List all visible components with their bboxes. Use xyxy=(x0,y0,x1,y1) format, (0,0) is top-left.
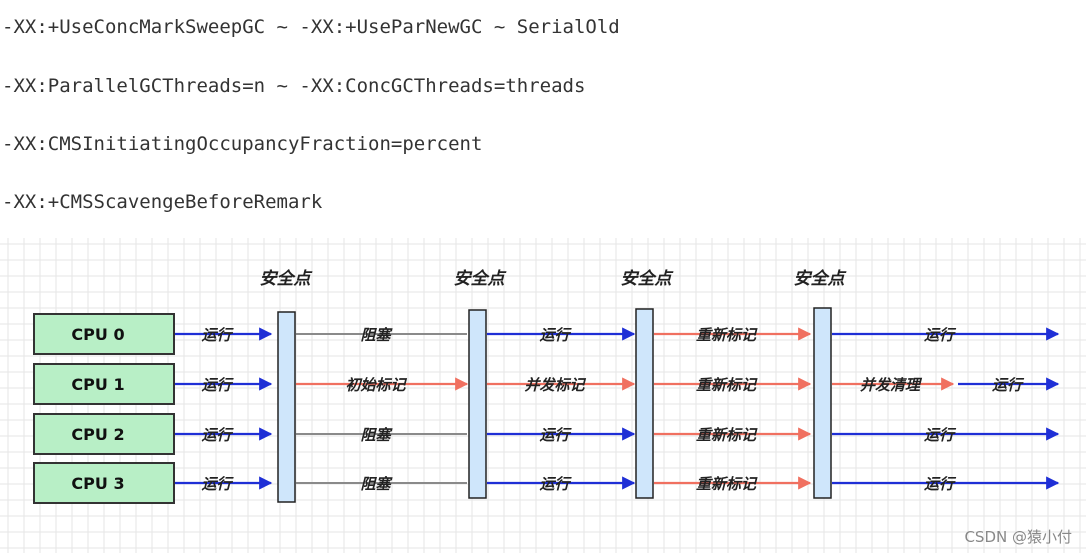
phase-label: 运行 xyxy=(201,426,234,444)
phase-label: 并发标记 xyxy=(524,376,586,394)
phase-label: 运行 xyxy=(201,376,234,394)
cpu-box xyxy=(33,413,175,455)
safepoint-label: 安全点 xyxy=(621,269,675,289)
phase-label: 运行 xyxy=(992,376,1025,394)
phase-label: 运行 xyxy=(539,426,572,444)
safepoint-bar xyxy=(635,308,654,499)
jvm-option-line: -XX:+UseConcMarkSweepGC ~ -XX:+UseParNew… xyxy=(2,16,620,38)
phase-label: 重新标记 xyxy=(696,426,758,444)
safepoint-label: 安全点 xyxy=(454,269,508,289)
cms-gc-phase-diagram: 安全点安全点安全点安全点 CPU 0CPU 1CPU 2CPU 3 运行阻塞运行… xyxy=(0,238,1086,553)
phase-label: 阻塞 xyxy=(360,475,393,493)
phase-label: 并发清理 xyxy=(860,376,923,394)
cpu-label: CPU 1 xyxy=(71,375,124,394)
phase-label: 重新标记 xyxy=(696,326,758,344)
cpu-box xyxy=(33,462,175,504)
cpu-label: CPU 2 xyxy=(71,425,124,444)
phase-label: 阻塞 xyxy=(360,326,393,344)
phase-label: 初始标记 xyxy=(345,376,407,394)
safepoint-bar xyxy=(468,309,487,499)
watermark: CSDN @猿小付 xyxy=(964,528,1072,546)
jvm-option-line: -XX:CMSInitiatingOccupancyFraction=perce… xyxy=(2,133,483,155)
safepoint-bar xyxy=(813,307,832,499)
phase-label: 运行 xyxy=(539,475,572,493)
cpu-box xyxy=(33,363,175,405)
safepoint-label: 安全点 xyxy=(794,269,848,289)
jvm-option-line: -XX:ParallelGCThreads=n ~ -XX:ConcGCThre… xyxy=(2,75,586,97)
safepoint-label: 安全点 xyxy=(260,269,314,289)
cpu-label: CPU 3 xyxy=(71,474,124,493)
phase-label: 运行 xyxy=(201,326,234,344)
phase-label: 运行 xyxy=(201,475,234,493)
phase-label: 阻塞 xyxy=(360,426,393,444)
phase-label: 运行 xyxy=(924,426,957,444)
phase-label: 运行 xyxy=(924,326,957,344)
safepoint-bar xyxy=(277,311,296,503)
phase-label: 重新标记 xyxy=(696,376,758,394)
phase-label: 运行 xyxy=(539,326,572,344)
phase-label: 重新标记 xyxy=(696,475,758,493)
phase-label: 运行 xyxy=(924,475,957,493)
jvm-option-line: -XX:+CMSScavengeBeforeRemark xyxy=(2,191,323,213)
cpu-label: CPU 0 xyxy=(71,325,124,344)
cpu-box xyxy=(33,313,175,355)
